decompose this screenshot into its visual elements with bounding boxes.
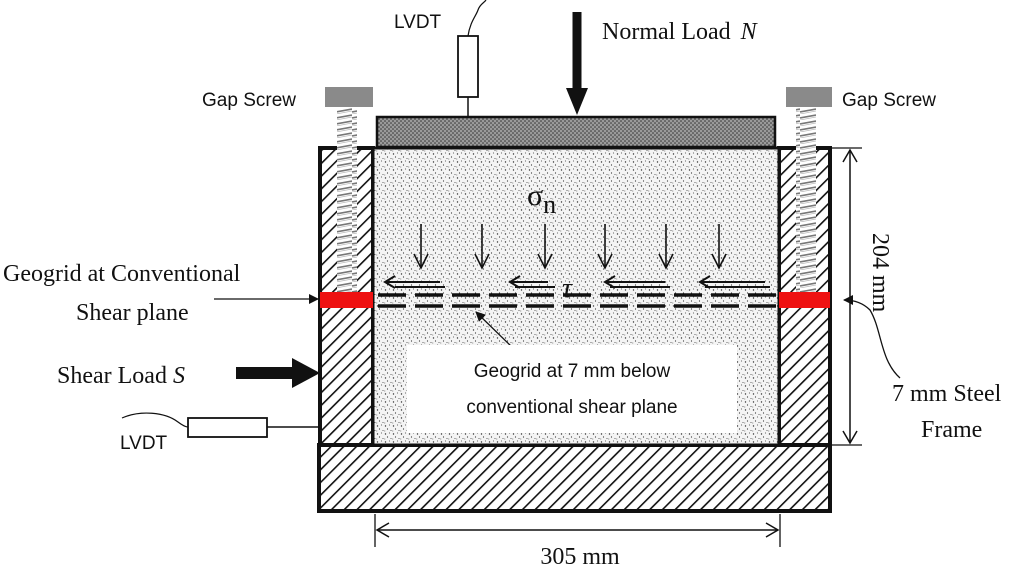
- sigma-n-label: σn: [527, 179, 556, 219]
- normal-load-arrow-head: [566, 88, 588, 115]
- lvdt-bottom-cable: [121, 412, 189, 428]
- dim-204-arrow-top: [842, 148, 858, 163]
- geogrid-conventional-label-line1: Geogrid at Conventional: [3, 261, 241, 287]
- dim-305-arrow-left: [375, 522, 390, 538]
- leader-steel-frame: [843, 295, 901, 379]
- gap-screw-right-shaft: [796, 108, 816, 293]
- base-plate: [317, 443, 832, 513]
- shear-load-arrow-head: [292, 358, 320, 388]
- height-dim-label: 204 mm: [867, 233, 893, 313]
- lvdt-top-cable: [467, 0, 487, 37]
- tau-label: τ: [562, 273, 573, 304]
- shear-stress-arrows: [383, 275, 770, 289]
- normal-stress-arrows: [413, 224, 727, 270]
- geogrid-red-right: [779, 292, 830, 308]
- lvdt-top-body: [457, 35, 479, 98]
- loading-plate: [375, 115, 777, 149]
- gap-screw-left-shaft: [337, 108, 357, 293]
- lvdt-bottom-body: [187, 417, 268, 438]
- width-dim-label: 305 mm: [540, 544, 620, 570]
- shear-load-arrow-shaft: [236, 367, 294, 379]
- steel-frame-label-line1: 7 mm Steel: [892, 381, 1002, 407]
- gap-screw-left-cap: [325, 87, 373, 107]
- steel-frame-label-line2: Frame: [921, 417, 982, 443]
- geogrid-7mm-label-line1: Geogrid at 7 mm below: [474, 361, 671, 382]
- dim-305-arrow-right: [765, 522, 780, 538]
- lvdt-bottom-label: LVDT: [120, 433, 168, 454]
- geogrid-7mm-label-box: [407, 345, 737, 433]
- gap-screw-right-label: Gap Screw: [842, 90, 936, 111]
- lvdt-top-label: LVDT: [394, 12, 442, 33]
- geogrid-7mm-label-line2: conventional shear plane: [466, 397, 677, 418]
- geogrid-conventional-label-line2: Shear plane: [76, 300, 189, 326]
- leader-geogrid-7mm: [475, 311, 516, 351]
- gap-screw-right-cap: [786, 87, 832, 107]
- gap-screw-left-label: Gap Screw: [202, 90, 296, 111]
- geogrid-red-left: [320, 292, 373, 308]
- dim-204-arrow-bottom: [842, 430, 858, 445]
